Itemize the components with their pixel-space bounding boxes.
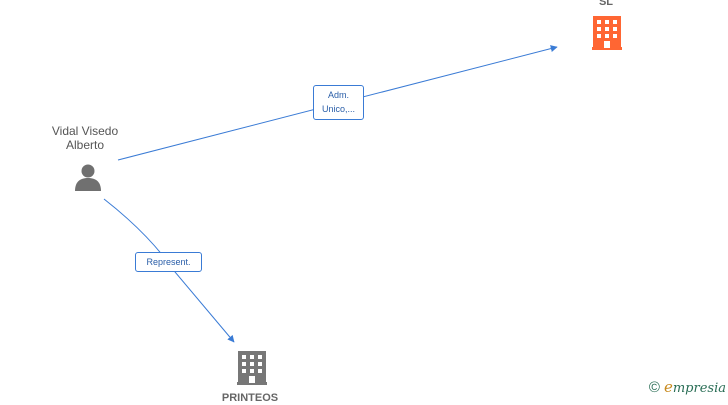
empresia-watermark: ©empresia [649,378,726,396]
company-bottom-label[interactable]: PRINTEOS [221,392,279,404]
edge-label-adm[interactable]: Adm. Unico,... [313,85,364,120]
brand-initial: e [663,378,673,396]
edge-label-represent-line1: Represent. [146,257,191,267]
edge-label-adm-line1: Adm. [327,90,349,100]
edge-label-adm-line2: Unico,... [321,104,355,114]
person-icon[interactable] [73,161,103,191]
copyright-icon: © [648,379,660,396]
edge-label-represent[interactable]: Represent. [135,252,202,272]
building-icon[interactable] [592,16,622,50]
person-name[interactable]: Vidal Visedo Alberto [35,124,135,152]
person-name-line2: Alberto [65,138,105,152]
brand-rest: mpresia [672,381,726,396]
building-icon[interactable] [237,351,267,385]
company-top-label[interactable]: SL [598,0,614,8]
person-name-line1: Vidal Visedo [51,124,119,138]
